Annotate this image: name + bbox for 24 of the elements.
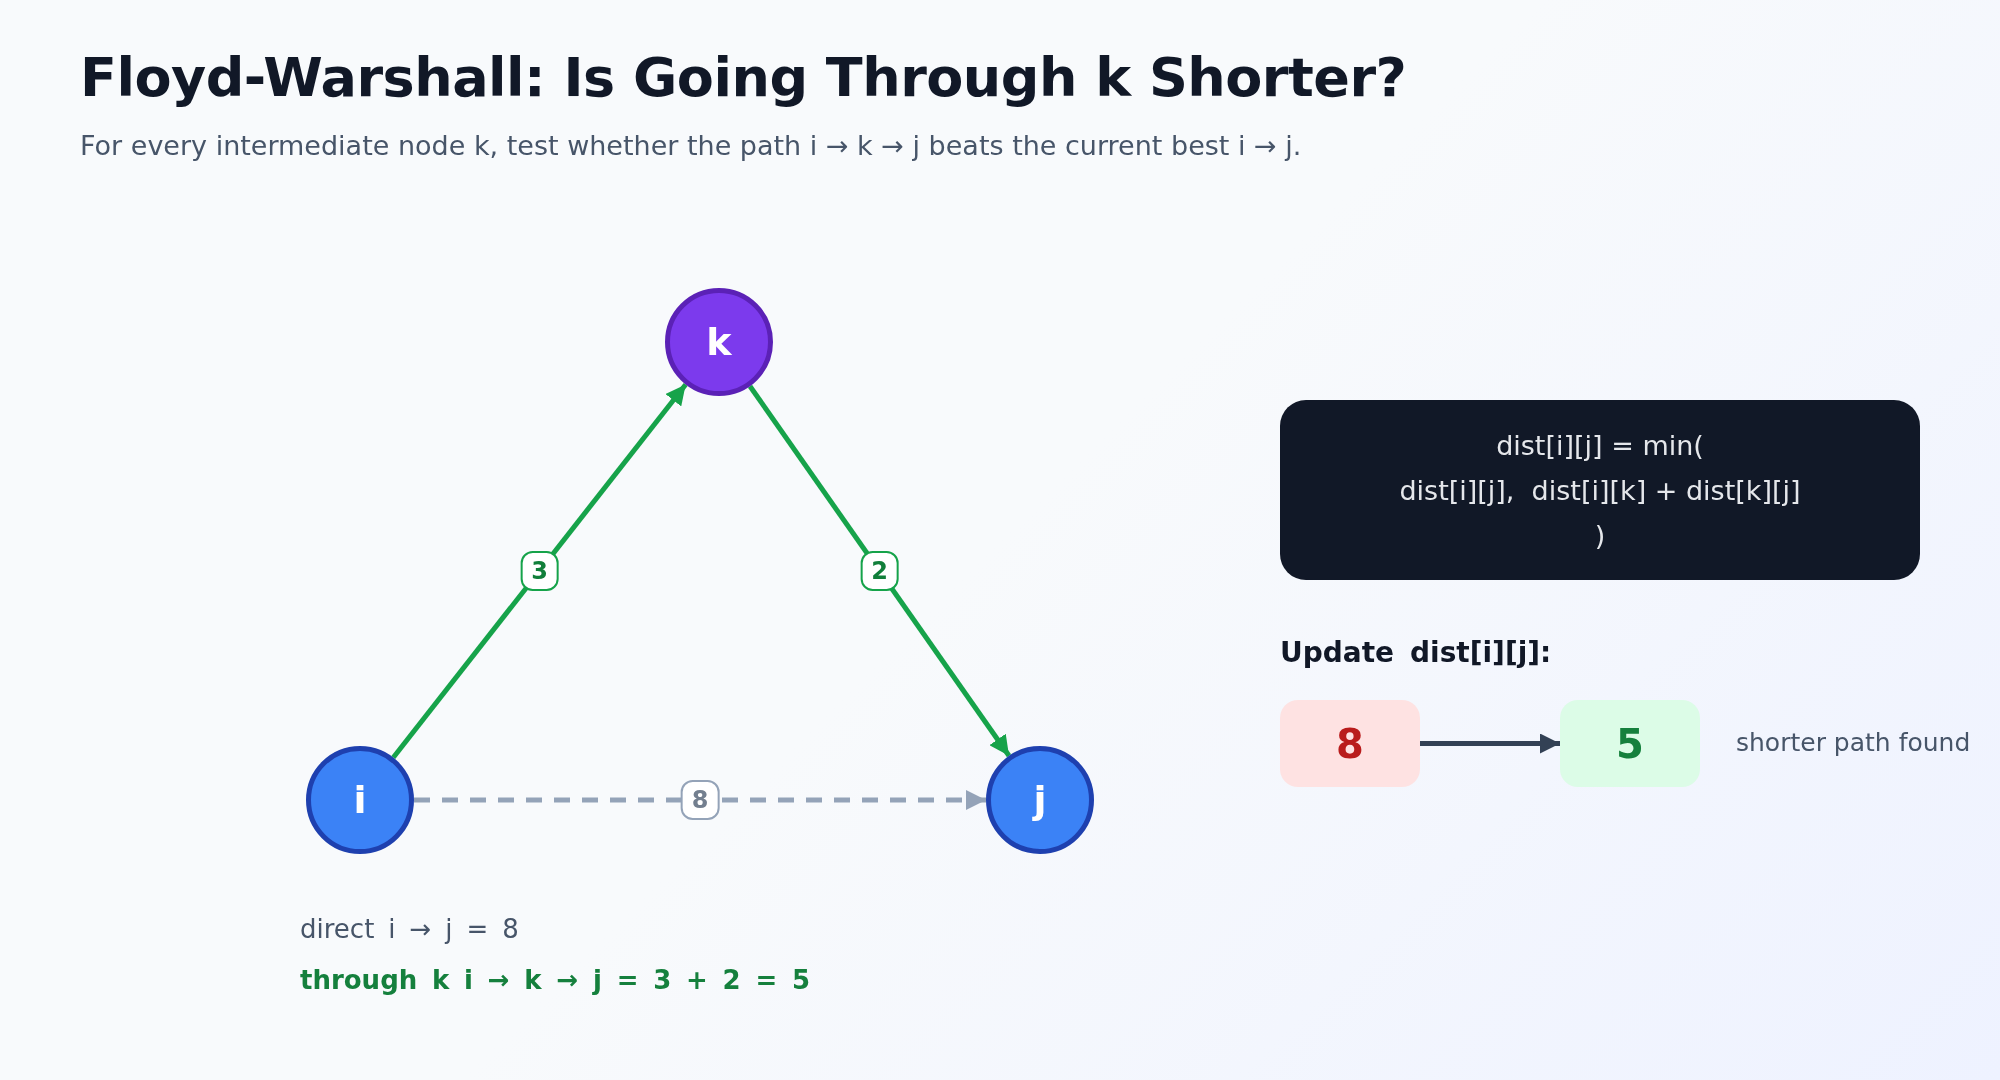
arrow — [1420, 733, 1560, 754]
value-text: 8 — [1336, 720, 1364, 767]
formula-panel — [1280, 400, 1920, 580]
comparison-text: direct i → j = 8 — [300, 914, 519, 944]
subtitle-text: For every intermediate node k, test whether the path i → k → j beats the current best i → j. — [80, 130, 1302, 161]
old-value-box — [1280, 700, 1420, 787]
diagram-title: Floyd-Warshall: Is Going Through k Shorter? — [80, 46, 1407, 109]
new-value-box — [1560, 700, 1700, 787]
arrow — [391, 382, 688, 760]
arrow — [414, 790, 986, 810]
formula-line: dist[i][j], dist[i][k] + dist[k][j] — [1399, 474, 1801, 506]
edge-label: 2 — [860, 551, 899, 591]
node-label: k — [706, 320, 732, 364]
formula-line: ) — [1594, 519, 1606, 551]
note-text: shorter path found — [1736, 727, 1971, 757]
node-label: j — [1033, 778, 1047, 822]
node-label: i — [353, 778, 367, 822]
section-heading: Update dist[i][j]: — [1280, 636, 1552, 669]
edge-label: 3 — [520, 551, 559, 591]
formula-line: dist[i][j] = min( — [1496, 429, 1704, 461]
arrow — [747, 384, 1012, 758]
comparison-text: through k i → k → j = 3 + 2 = 5 — [300, 965, 811, 995]
value-text: 5 — [1616, 720, 1644, 767]
edge-label: 8 — [680, 780, 720, 820]
